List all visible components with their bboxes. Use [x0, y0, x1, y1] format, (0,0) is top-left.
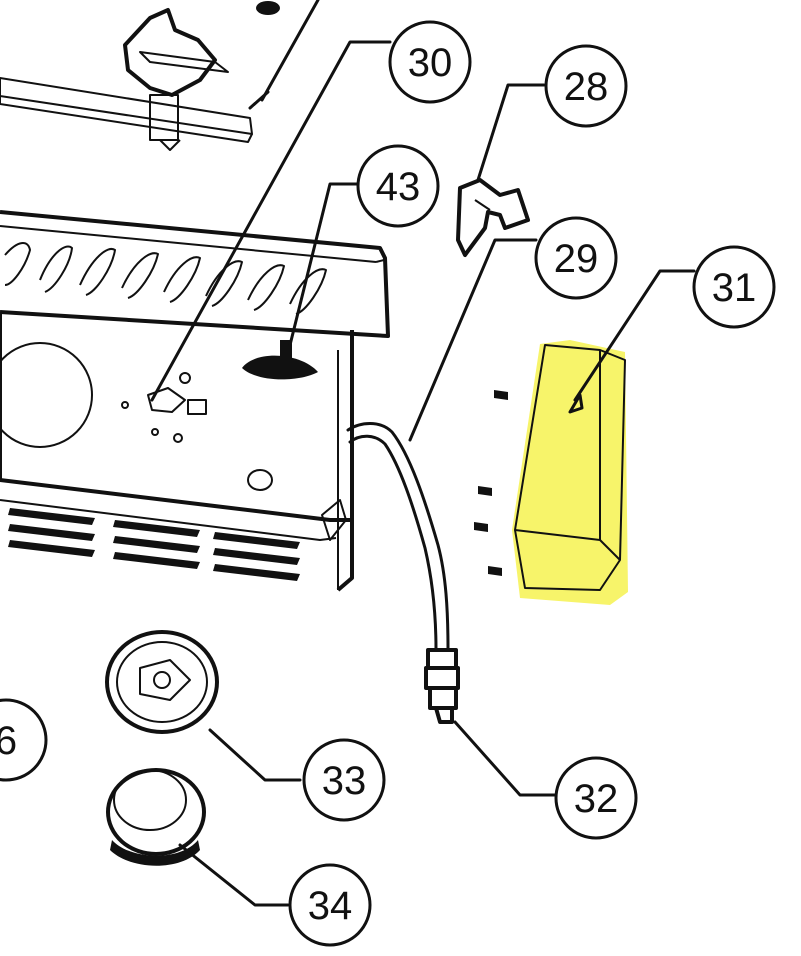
leader-lines	[150, 0, 696, 907]
callout-29-label: 29	[554, 237, 599, 281]
igniter-part	[121, 372, 207, 443]
knob-part	[106, 768, 206, 866]
callout-34-label: 34	[308, 884, 353, 928]
clip-part	[242, 340, 318, 380]
gas-tube-part	[346, 422, 460, 724]
callout-33: 33	[302, 738, 386, 822]
callout-31-label: 31	[712, 266, 757, 310]
callout-28: 28	[544, 44, 628, 128]
callout-32-label: 32	[574, 777, 619, 821]
callout-43-label: 43	[376, 165, 421, 209]
callout-6: 6	[0, 698, 48, 782]
knob-bezel-part	[105, 630, 219, 734]
callout-32: 32	[554, 756, 638, 840]
upper-vent-slots	[4, 242, 327, 315]
valve-manifold-assembly	[0, 1, 280, 151]
bracket-part	[456, 178, 530, 257]
callout-29: 29	[534, 216, 618, 300]
callout-30: 30	[388, 20, 472, 104]
callout-28-label: 28	[564, 65, 609, 109]
callouts: 30 28 43 29 31 6 33 32	[0, 20, 776, 947]
callout-30-label: 30	[408, 41, 453, 85]
tube-fitting	[424, 648, 460, 724]
screws	[474, 390, 508, 576]
callout-6-label: 6	[0, 719, 17, 763]
callout-33-label: 33	[322, 759, 367, 803]
callout-43: 43	[356, 144, 440, 228]
cover-part-highlighted	[474, 340, 628, 605]
lower-vent-slots	[8, 508, 300, 581]
callout-31: 31	[692, 245, 776, 329]
callout-34: 34	[288, 863, 372, 947]
control-panel-housing	[0, 210, 390, 592]
